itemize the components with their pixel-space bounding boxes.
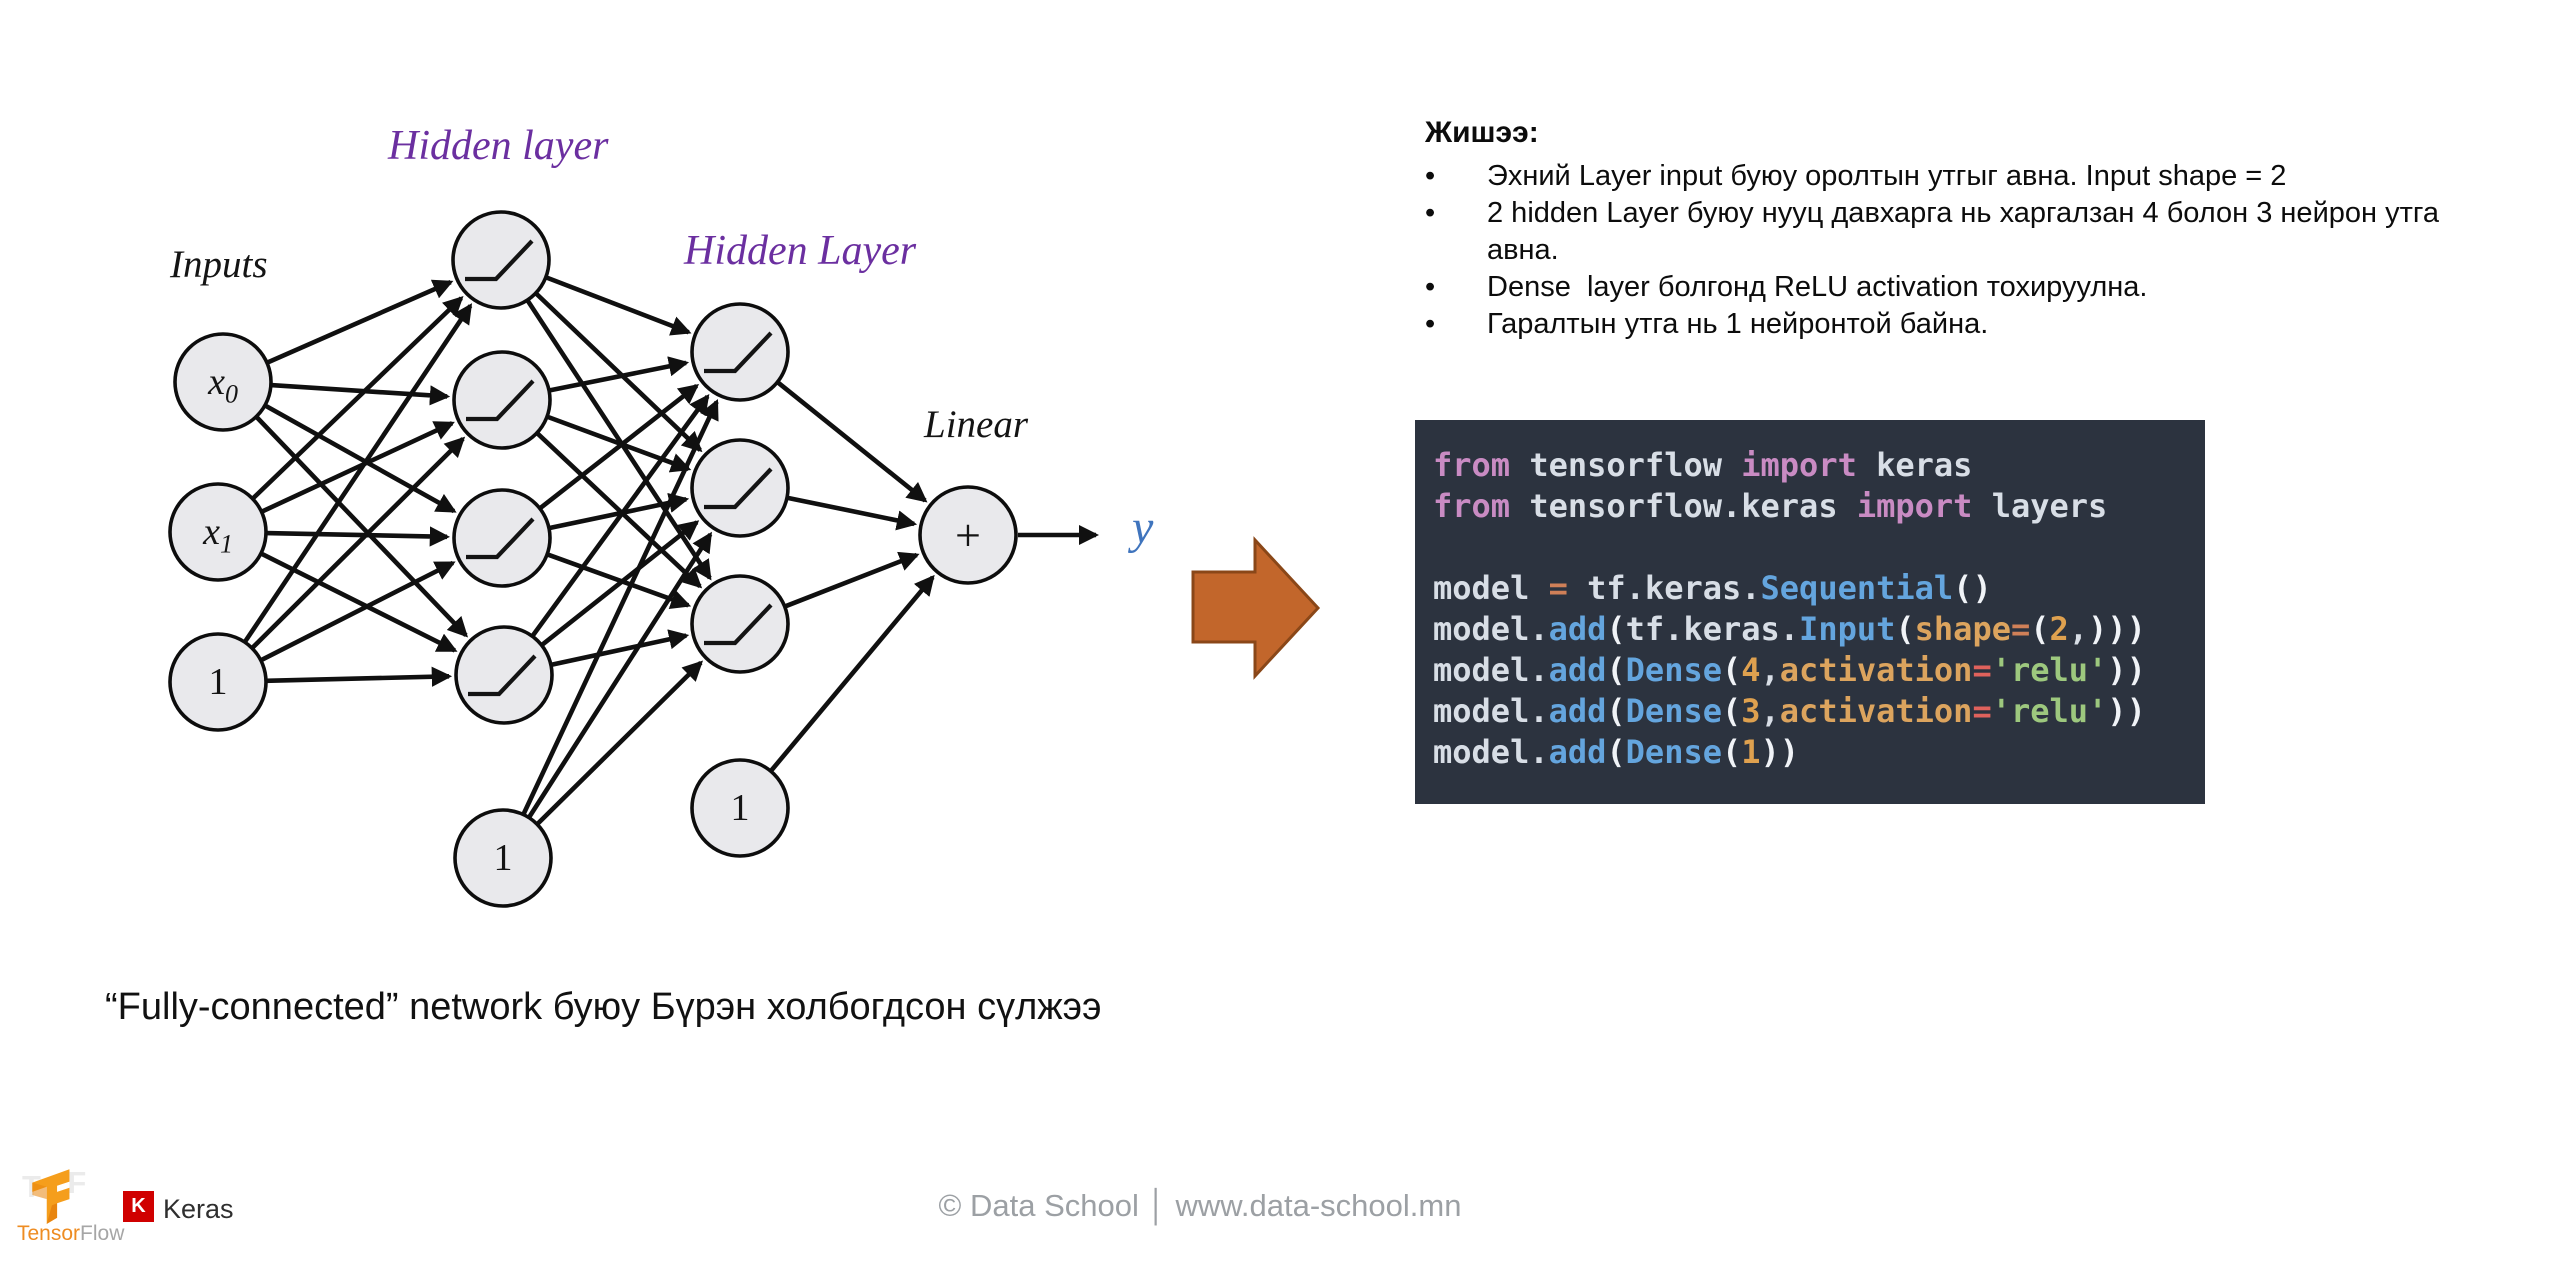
bullet-marker: •	[1425, 308, 1436, 340]
input-bias-node-label: 1	[208, 661, 228, 703]
inputs-label: Inputs	[170, 243, 268, 286]
hidden-layer-2-label: Hidden Layer	[684, 228, 917, 274]
x1-sub: 1	[219, 529, 233, 559]
notes-title: Жишээ:	[1425, 116, 1539, 149]
bullet-text: Dense layer болгонд ReLU activation тохи…	[1487, 271, 2148, 303]
hidden2-bias-node-label: 1	[730, 787, 750, 829]
code-line: model.add(Dense(4,activation='relu'))	[1433, 651, 2146, 689]
notes-block: Жишээ: • Эхний Layer input буюу оролтын у…	[1425, 116, 2500, 343]
x0-sub: 0	[224, 379, 238, 409]
tensorflow-icon: T F	[22, 1165, 86, 1224]
note-bullet: • Эхний Layer input буюу оролтын утгыг ав…	[1425, 158, 2500, 195]
connection-edges	[242, 275, 935, 826]
slide-caption: “Fully-connected” network буюу Бүрэн хол…	[105, 986, 1102, 1028]
code-line	[1433, 527, 2195, 568]
flow-arrow-icon	[1191, 536, 1321, 680]
tensorflow-wordmark-flow: Flow	[80, 1222, 125, 1245]
bullet-marker: •	[1425, 197, 1436, 229]
keras-icon: K	[123, 1191, 154, 1222]
code-line: from tensorflow import keras	[1433, 446, 1973, 484]
bullet-text: Гаралтын утга нь 1 нейронтой байна.	[1487, 308, 1989, 340]
svg-text:F: F	[67, 1165, 86, 1200]
sum-node-label: +	[955, 509, 981, 561]
tensorflow-wordmark: TensorFlow	[17, 1222, 124, 1246]
x1-base: x	[203, 511, 220, 553]
input-node-x1-label: x1	[203, 510, 233, 557]
code-line: model.add(tf.keras.Input(shape=(2,)))	[1433, 610, 2146, 648]
bullet-marker: •	[1425, 271, 1436, 303]
code-line: model.add(Dense(1))	[1433, 733, 1800, 771]
footer-copyright: © Data School │ www.data-school.mn	[938, 1188, 1462, 1223]
x0-base: x	[208, 361, 225, 403]
bullet-text: Эхний Layer input буюу оролтын утгыг авн…	[1487, 160, 2287, 192]
neuron-nodes	[168, 210, 1018, 908]
output-variable-label: y	[1132, 501, 1154, 554]
tensorflow-wordmark-tensor: Tensor	[17, 1222, 81, 1245]
bullet-text: 2 hidden Layer буюу нууц давхарга нь хар…	[1487, 197, 2448, 266]
code-line: model = tf.keras.Sequential()	[1433, 569, 1992, 607]
notes-list: • Эхний Layer input буюу оролтын утгыг ав…	[1425, 158, 2500, 343]
note-bullet: • Гаралтын утга нь 1 нейронтой байна.	[1425, 306, 2500, 343]
code-line: from tensorflow.keras import layers	[1433, 487, 2108, 525]
note-bullet: • 2 hidden Layer буюу нууц давхарга нь ха…	[1425, 195, 2500, 269]
bullet-marker: •	[1425, 160, 1436, 192]
code-line: model.add(Dense(3,activation='relu'))	[1433, 692, 2146, 730]
note-bullet: • Dense layer болгонд ReLU activation тох…	[1425, 269, 2500, 306]
hidden-layer-1-label: Hidden layer	[388, 123, 609, 169]
linear-label: Linear	[924, 403, 1029, 446]
hidden1-bias-node-label: 1	[493, 837, 513, 879]
input-node-x0-label: x0	[208, 360, 238, 407]
keras-wordmark: Keras	[163, 1194, 234, 1224]
